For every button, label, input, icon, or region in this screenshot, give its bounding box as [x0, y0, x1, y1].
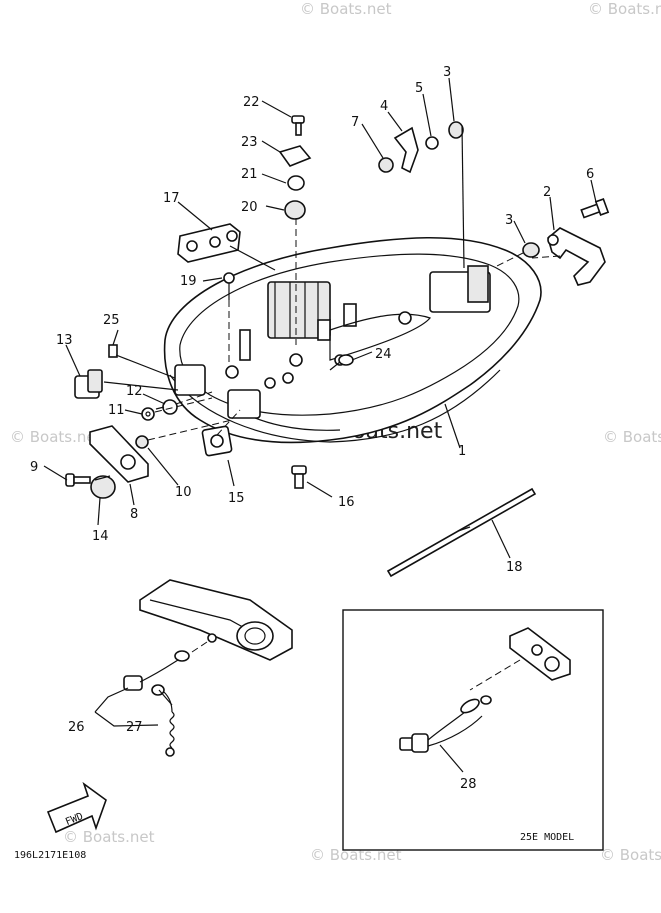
grommet-part-3a [522, 242, 540, 258]
inset-25e-model: 25E MODEL [342, 609, 604, 851]
callout-17: 17 [163, 191, 180, 206]
plug-part-14 [90, 475, 116, 499]
watermark-right: © Boats.net [603, 428, 661, 446]
callout-9: 9 [30, 460, 38, 475]
switch-part-26 [123, 650, 190, 691]
bolt-part-6 [580, 198, 610, 219]
callout-20: 20 [241, 200, 258, 215]
grommet-part-3b [448, 121, 464, 139]
callout-1: 1 [458, 444, 466, 459]
callout-23: 23 [241, 135, 258, 150]
label-part-25 [108, 344, 118, 358]
grommet-part-15 [201, 425, 233, 457]
lower-casing [139, 579, 293, 661]
callout-7: 7 [351, 115, 359, 130]
callout-5: 5 [415, 81, 423, 96]
cord-part-27 [151, 684, 175, 757]
washer-part-5 [425, 136, 439, 150]
collar-part-21 [287, 175, 305, 191]
callout-8: 8 [130, 507, 138, 522]
callout-18: 18 [506, 560, 523, 575]
callout-10: 10 [175, 485, 192, 500]
callout-3b: 3 [443, 65, 451, 80]
callout-12: 12 [126, 384, 143, 399]
washer-part-11 [141, 407, 155, 421]
bracket-part-17 [177, 223, 241, 263]
callout-3a: 3 [505, 213, 513, 228]
callout-25: 25 [103, 313, 120, 328]
fwd-arrow-icon: FWD [46, 781, 107, 834]
callout-21: 21 [241, 167, 258, 182]
switch-part-28 [399, 695, 492, 753]
watermark-top-right: © Boats.net [588, 0, 661, 18]
callout-22: 22 [243, 95, 260, 110]
callout-13: 13 [56, 333, 73, 348]
grommet-part-20 [284, 200, 306, 220]
grommet-part-12 [155, 399, 178, 415]
diagram-code: 196L2171E108 [14, 850, 86, 861]
inset-label: 25E MODEL [520, 832, 574, 843]
callout-24: 24 [375, 347, 392, 362]
callout-6: 6 [586, 167, 594, 182]
bottom-cowling [163, 236, 542, 444]
nut-part-10 [135, 435, 149, 449]
nut-part-7 [378, 157, 394, 173]
callout-15: 15 [228, 491, 245, 506]
clip-part-4 [393, 126, 419, 174]
screw-part-19 [223, 272, 235, 300]
bolt-part-22 [291, 115, 305, 136]
callout-4: 4 [380, 99, 388, 114]
cap-part-13 [74, 369, 103, 399]
callout-27: 27 [126, 720, 143, 735]
callout-26: 26 [68, 720, 85, 735]
plate-inset [509, 627, 571, 681]
watermark-top-center: © Boats.net [300, 0, 392, 18]
watermark-left: © Boats.net [10, 428, 102, 446]
leader-lines [43, 77, 597, 773]
rod-part-18 [386, 487, 537, 578]
callout-labels: 1 2 3 3 4 5 6 7 8 9 10 11 12 13 14 15 16… [30, 65, 594, 792]
callout-14: 14 [92, 529, 109, 544]
callout-16: 16 [338, 495, 355, 510]
plug-part-16 [291, 465, 307, 489]
screw-part-9 [65, 473, 91, 487]
callout-2: 2 [543, 185, 551, 200]
callout-28: 28 [460, 777, 477, 792]
callout-11: 11 [108, 403, 125, 418]
plate-part-23 [278, 145, 312, 167]
watermark-bottom-left: © Boats.net [63, 828, 155, 846]
plate-part-8 [89, 425, 149, 483]
watermark-bottom-right: © Boats.net [600, 846, 661, 864]
callout-19: 19 [180, 274, 197, 289]
bracket-part-2 [547, 227, 606, 286]
